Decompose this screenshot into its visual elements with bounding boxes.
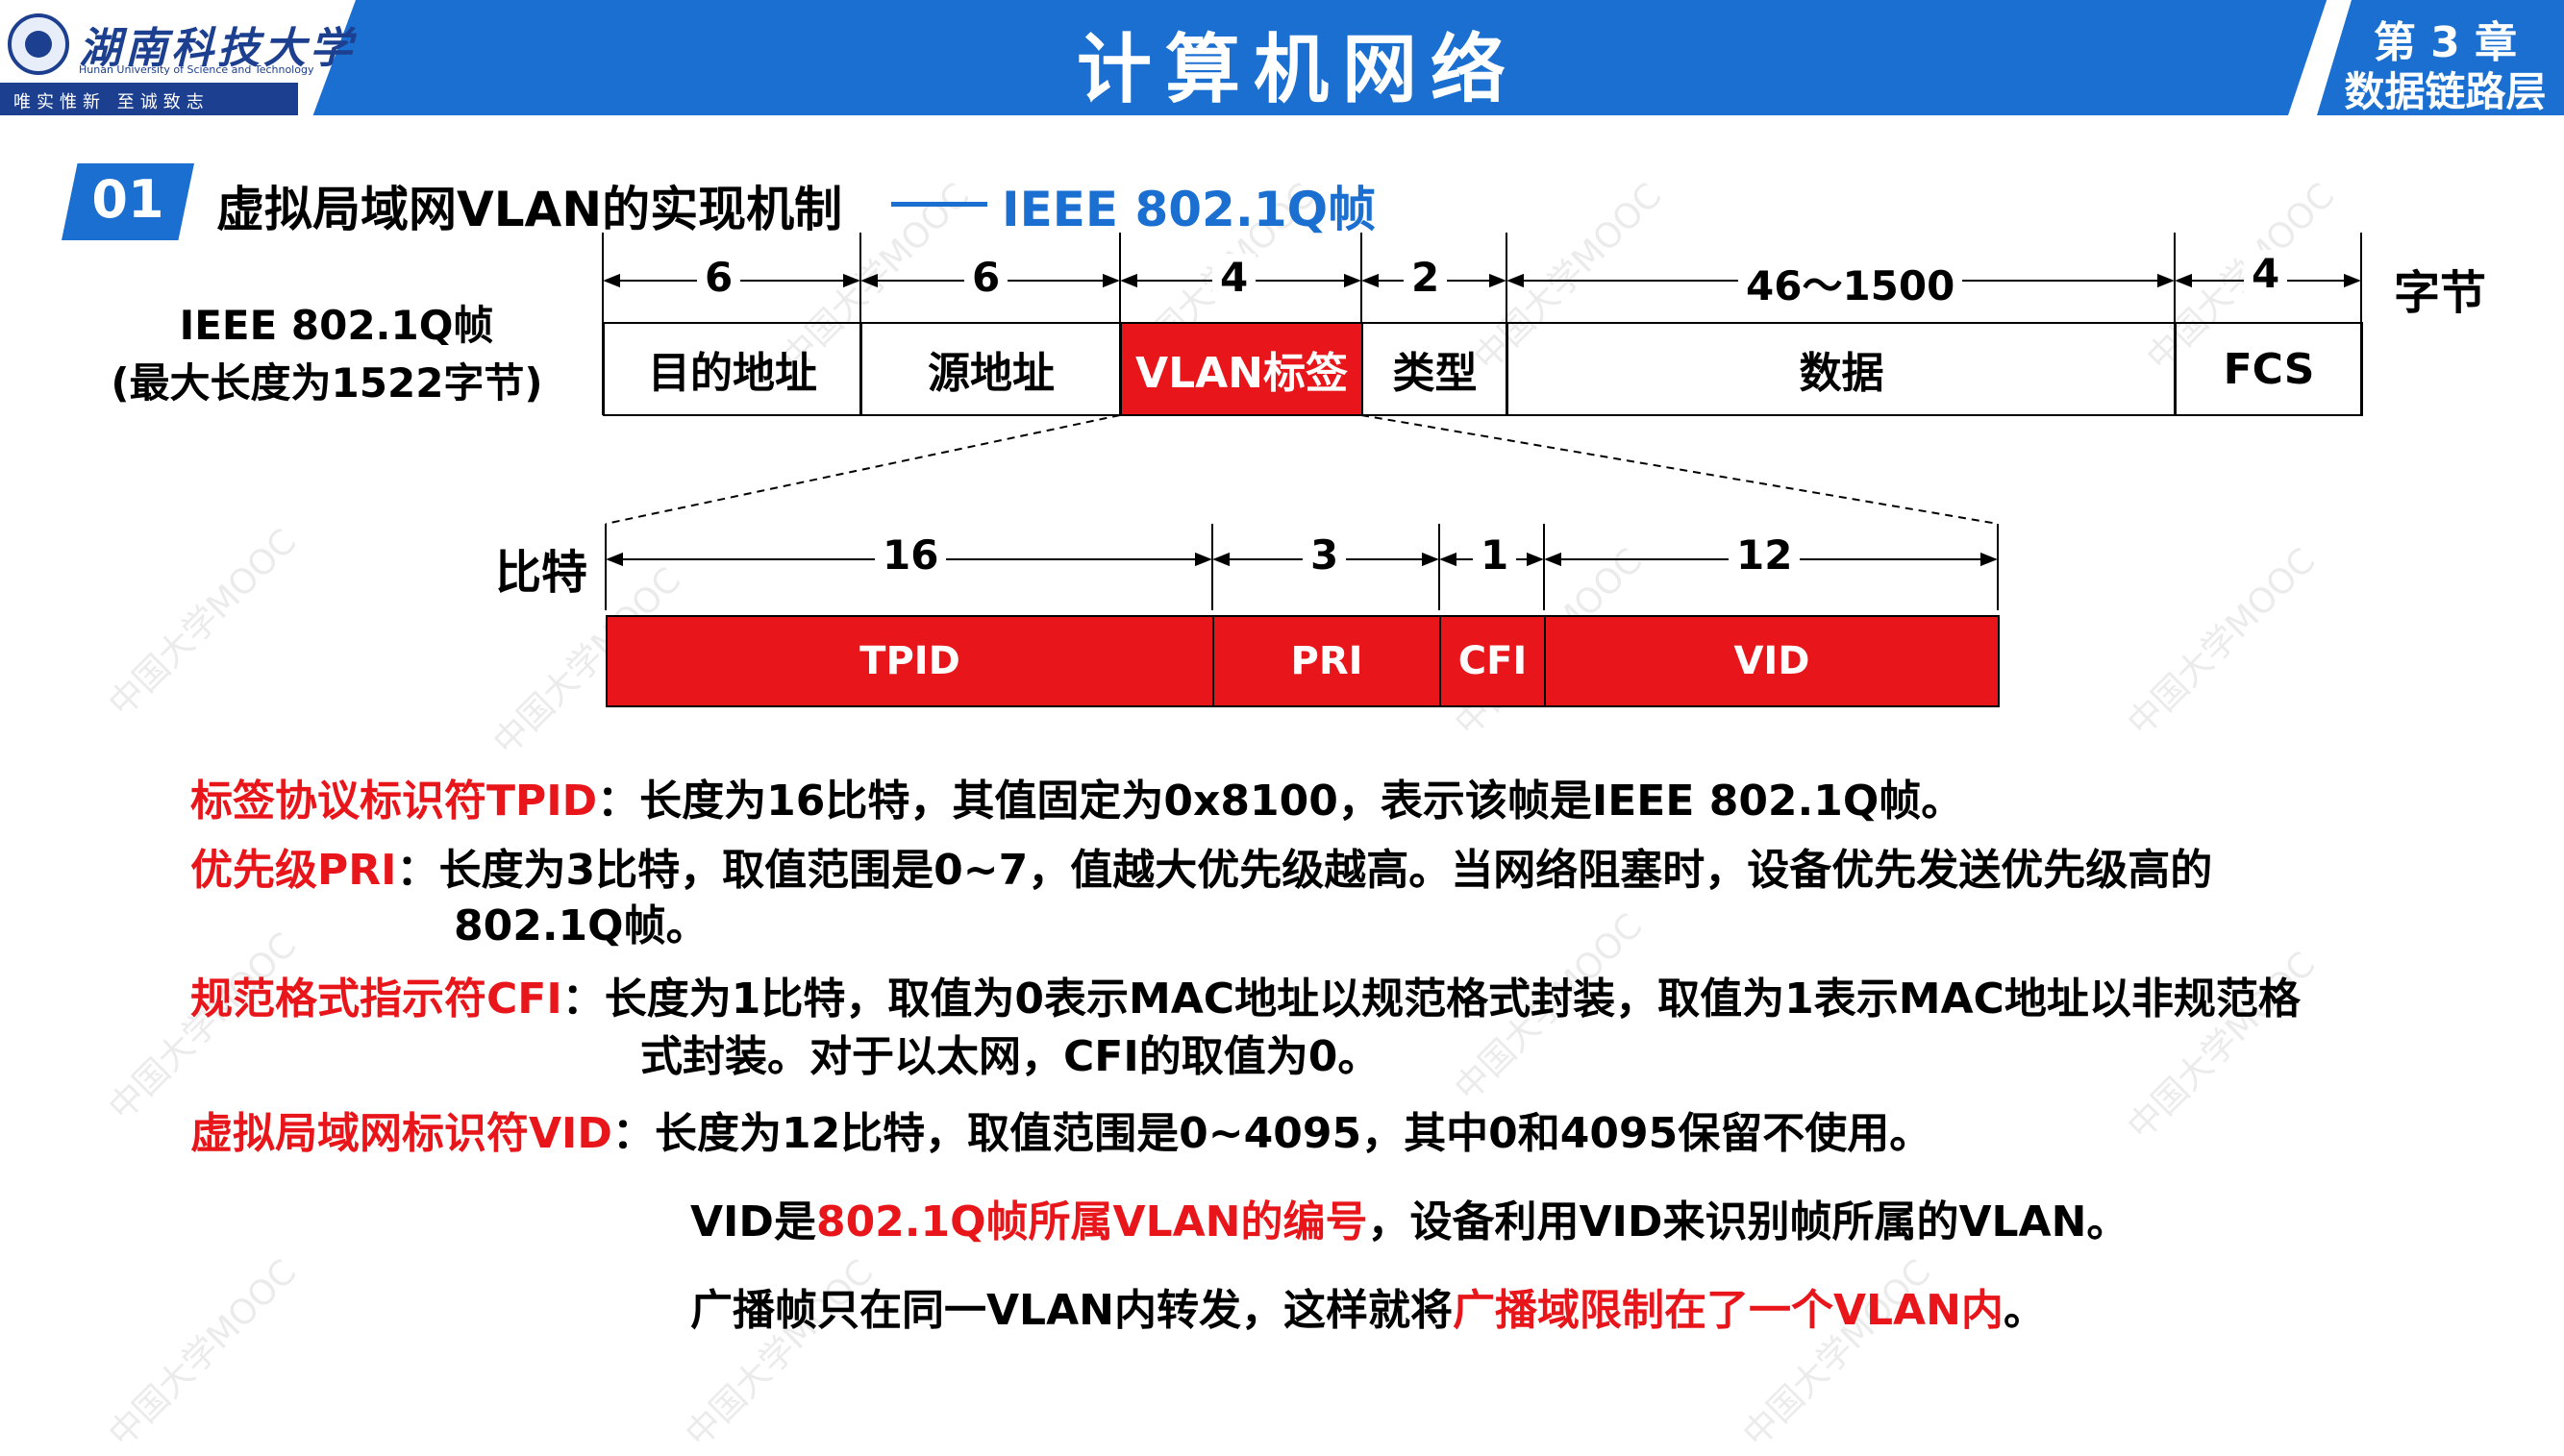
watermark: 中国大学MOOC	[101, 1252, 305, 1455]
note-bc-c: 。	[2003, 1286, 2046, 1335]
frame-field-dest-addr: 目的地址	[603, 322, 862, 416]
byte-count: 46～1500	[1738, 254, 1963, 312]
zoom-lines	[605, 414, 1999, 525]
bit-count: 3	[1303, 531, 1347, 579]
university-name-en: Hunan University of Science and Technolo…	[79, 63, 314, 76]
byte-count: 4	[1212, 254, 1257, 301]
header-bar	[0, 0, 2564, 115]
term-vid: 虚拟局域网标识符VID	[190, 1109, 612, 1158]
term-cfi: 规范格式指示符CFI	[190, 975, 562, 1024]
desc-tpid: 标签协议标识符TPID：长度为16比特，其值固定为0x8100，表示该帧是IEE…	[190, 773, 1963, 830]
bit-unit-label: 比特	[495, 546, 588, 600]
tag-field-cfi: CFI	[1439, 615, 1546, 707]
desc-pri: 优先级PRI：长度为3比特，取值范围是0~7，值越大优先级越高。当网络阻塞时，设…	[190, 842, 2212, 900]
note-vid-b: 802.1Q帧所属VLAN的编号	[815, 1197, 1368, 1246]
chapter-name: 数据链路层	[2344, 68, 2547, 115]
watermark: 中国大学MOOC	[1735, 1252, 1939, 1455]
desc-cfi: 规范格式指示符CFI：长度为1比特，取值为0表示MAC地址以规范格式封装，取值为…	[190, 971, 2301, 1028]
section-dash	[891, 202, 987, 207]
tag-field-pri: PRI	[1212, 615, 1441, 707]
desc-cfi-text: 长度为1比特，取值为0表示MAC地址以规范格式封装，取值为1表示MAC地址以非规…	[604, 975, 2301, 1024]
note-vid-a: VID是	[690, 1197, 816, 1246]
bit-count: 1	[1473, 531, 1517, 579]
note-broadcast: 广播帧只在同一VLAN内转发，这样就将广播域限制在了一个VLAN内。	[690, 1282, 2046, 1340]
frame-field-vlan-tag: VLAN标签	[1120, 322, 1363, 416]
desc-vid-text: 长度为12比特，取值范围是0~4095，其中0和4095保留不使用。	[654, 1109, 1932, 1158]
note-vid: VID是802.1Q帧所属VLAN的编号，设备利用VID来识别帧所属的VLAN。	[690, 1194, 2128, 1251]
desc-sep: ：	[611, 1109, 655, 1158]
byte-count: 2	[1404, 254, 1448, 301]
frame-field-type: 类型	[1361, 322, 1508, 416]
frame-field-fcs: FCS	[2175, 322, 2363, 416]
desc-vid: 虚拟局域网标识符VID：长度为12比特，取值范围是0~4095，其中0和4095…	[190, 1105, 1931, 1163]
byte-count: 6	[964, 254, 1008, 301]
university-emblem-icon	[8, 13, 69, 75]
term-pri: 优先级PRI	[190, 846, 397, 895]
byte-count: 6	[697, 254, 741, 301]
frame-field-data: 数据	[1506, 322, 2177, 416]
section-subtitle: IEEE 802.1Q帧	[1002, 182, 1377, 237]
university-name: 湖南科技大学	[79, 24, 356, 73]
byte-unit-label: 字节	[2394, 266, 2487, 320]
section-title: 虚拟局域网VLAN的实现机制	[216, 182, 843, 237]
note-bc-a: 广播帧只在同一VLAN内转发，这样就将	[690, 1286, 1453, 1335]
term-tpid: 标签协议标识符TPID	[190, 777, 598, 826]
note-vid-c: ，设备利用VID来识别帧所属的VLAN。	[1367, 1197, 2129, 1246]
desc-pri-cont: 802.1Q帧。	[454, 901, 709, 950]
section-number: 01	[91, 169, 164, 230]
desc-cfi-cont: 式封装。对于以太网，CFI的取值为0。	[640, 1032, 1381, 1081]
section-badge	[62, 163, 194, 240]
byte-count: 4	[2244, 250, 2288, 297]
bit-ticks	[605, 524, 1999, 610]
tag-field-tpid: TPID	[606, 615, 1214, 707]
chapter-number: 第 3 章	[2373, 18, 2518, 67]
watermark: 中国大学MOOC	[678, 1252, 882, 1455]
frame-label-line2: (最大长度为1522字节)	[111, 359, 543, 407]
tag-field-vid: VID	[1544, 615, 2000, 707]
university-motto: 唯实惟新 至诚致志	[13, 92, 210, 112]
course-title: 计算机网络	[1076, 27, 1519, 113]
bit-count: 12	[1729, 531, 1801, 579]
desc-sep: ：	[396, 846, 439, 895]
note-bc-b: 广播域限制在了一个VLAN内	[1452, 1286, 2004, 1335]
desc-sep: ：	[597, 777, 640, 826]
motto-bar	[0, 83, 298, 115]
desc-pri-text: 长度为3比特，取值范围是0~7，值越大优先级越高。当网络阻塞时，设备优先发送优先…	[438, 846, 2213, 895]
frame-field-src-addr: 源地址	[860, 322, 1122, 416]
frame-label-line1: IEEE 802.1Q帧	[179, 302, 494, 349]
desc-tpid-text: 长度为16比特，其值固定为0x8100，表示该帧是IEEE 802.1Q帧。	[639, 777, 1964, 826]
desc-sep: ：	[561, 975, 605, 1024]
bit-count: 16	[875, 531, 947, 579]
chapter-panel-inner	[2317, 0, 2564, 115]
diagram-lines	[602, 233, 2362, 610]
